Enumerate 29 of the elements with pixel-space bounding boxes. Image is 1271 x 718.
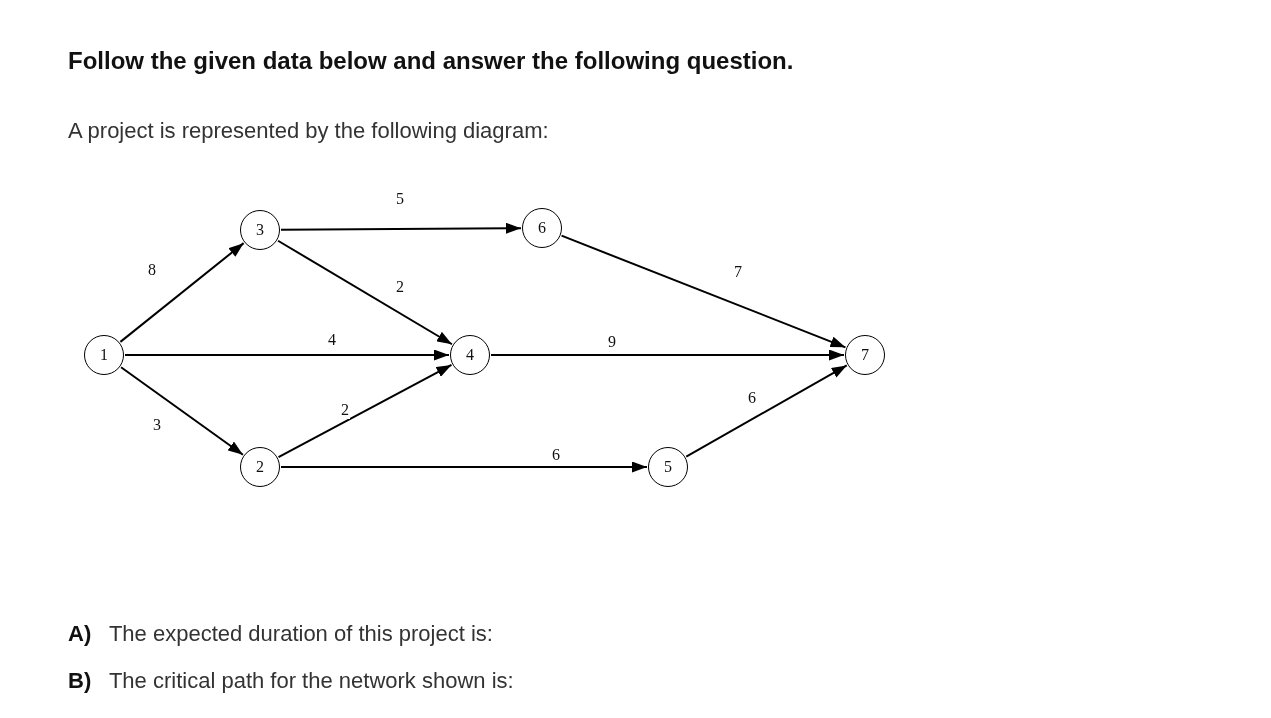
arrow	[280, 461, 648, 473]
question-heading: Follow the given data below and answer the following question.	[68, 47, 794, 75]
arrow	[560, 234, 847, 349]
arrow	[685, 364, 848, 458]
event-circle	[240, 447, 280, 487]
edge-label: 2	[340, 401, 350, 419]
event-circle	[522, 208, 562, 248]
arrow	[277, 363, 453, 459]
event-circle	[84, 335, 124, 375]
question-text: A) The expected duration of this project is:	[68, 621, 493, 647]
event-number: 1	[100, 346, 108, 364]
arrow	[277, 239, 453, 346]
event-circle	[450, 335, 490, 375]
arrow	[490, 349, 845, 361]
question-text: B) The critical path for the network shown is:	[68, 668, 514, 694]
event-number: 4	[466, 346, 474, 364]
event-circle	[648, 447, 688, 487]
event-number: 7	[861, 346, 869, 364]
event-circle	[845, 335, 885, 375]
event-number: 2	[256, 458, 264, 476]
arrow	[124, 349, 450, 361]
event-number: 3	[256, 221, 264, 239]
event-circle	[240, 210, 280, 250]
event-number: 6	[538, 219, 546, 237]
event-number: 5	[664, 458, 672, 476]
arrow	[120, 366, 244, 456]
arrow	[280, 222, 522, 234]
arrow	[119, 242, 245, 343]
intro-text: A project is represented by the following diagram:	[68, 118, 549, 144]
